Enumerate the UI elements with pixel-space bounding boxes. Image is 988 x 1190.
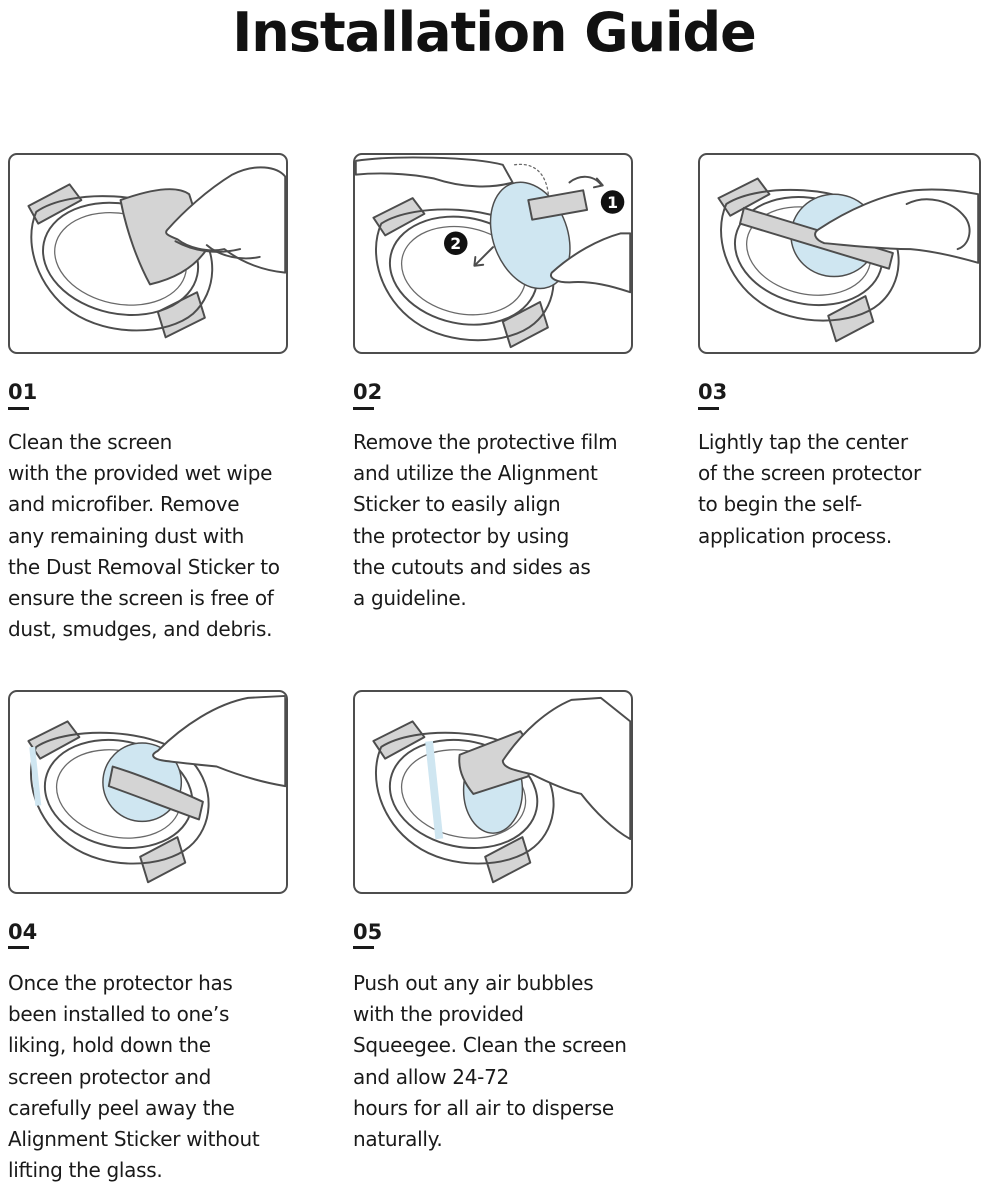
hand-icon <box>165 166 286 274</box>
step-number: 04 <box>8 920 38 944</box>
hand-icon <box>501 696 631 841</box>
step-description: Lightly tap the center of the screen pro… <box>698 430 921 548</box>
step-number-underline <box>8 946 29 949</box>
marker-2-icon <box>443 231 468 255</box>
step-05-illustration <box>353 690 633 894</box>
step-description: Remove the protective film and utilize t… <box>353 430 618 611</box>
watch-peel-illustration <box>27 694 286 884</box>
step-description: Clean the screen with the provided wet w… <box>8 430 280 642</box>
marker-1-icon <box>600 190 625 214</box>
step-number-underline <box>353 946 374 949</box>
hand-icon <box>905 198 971 251</box>
hand-icon <box>549 232 631 294</box>
step-04-illustration <box>8 690 288 894</box>
step-02-illustration: 1 2 <box>353 153 633 354</box>
step-number-underline <box>698 407 719 410</box>
step-01-illustration <box>8 153 288 354</box>
marker-2-label: 2 <box>450 234 461 253</box>
step-number: 05 <box>353 920 383 944</box>
watch-tap-illustration <box>717 177 979 343</box>
step-description: Push out any air bubbles with the provid… <box>353 971 627 1152</box>
step-03-illustration <box>698 153 981 354</box>
step-description: Once the protector has been installed to… <box>8 971 260 1183</box>
step-number: 01 <box>8 380 38 404</box>
step-number: 03 <box>698 380 728 404</box>
arrow-icon <box>568 175 602 186</box>
watch-wipe-illustration <box>27 166 286 339</box>
page-title: Installation Guide <box>232 1 757 64</box>
alignment-sticker-icon <box>107 765 204 821</box>
step-number: 02 <box>353 380 383 404</box>
watch-squeegee-illustration <box>372 696 631 884</box>
watch-film-illustration: 1 2 <box>355 156 631 349</box>
hand-icon <box>152 694 286 788</box>
step-number-underline <box>353 407 374 410</box>
arrow-icon <box>474 246 494 266</box>
marker-1-label: 1 <box>607 193 618 212</box>
hand-icon <box>355 156 514 188</box>
step-number-underline <box>8 407 29 410</box>
alignment-sticker-icon <box>527 189 589 221</box>
